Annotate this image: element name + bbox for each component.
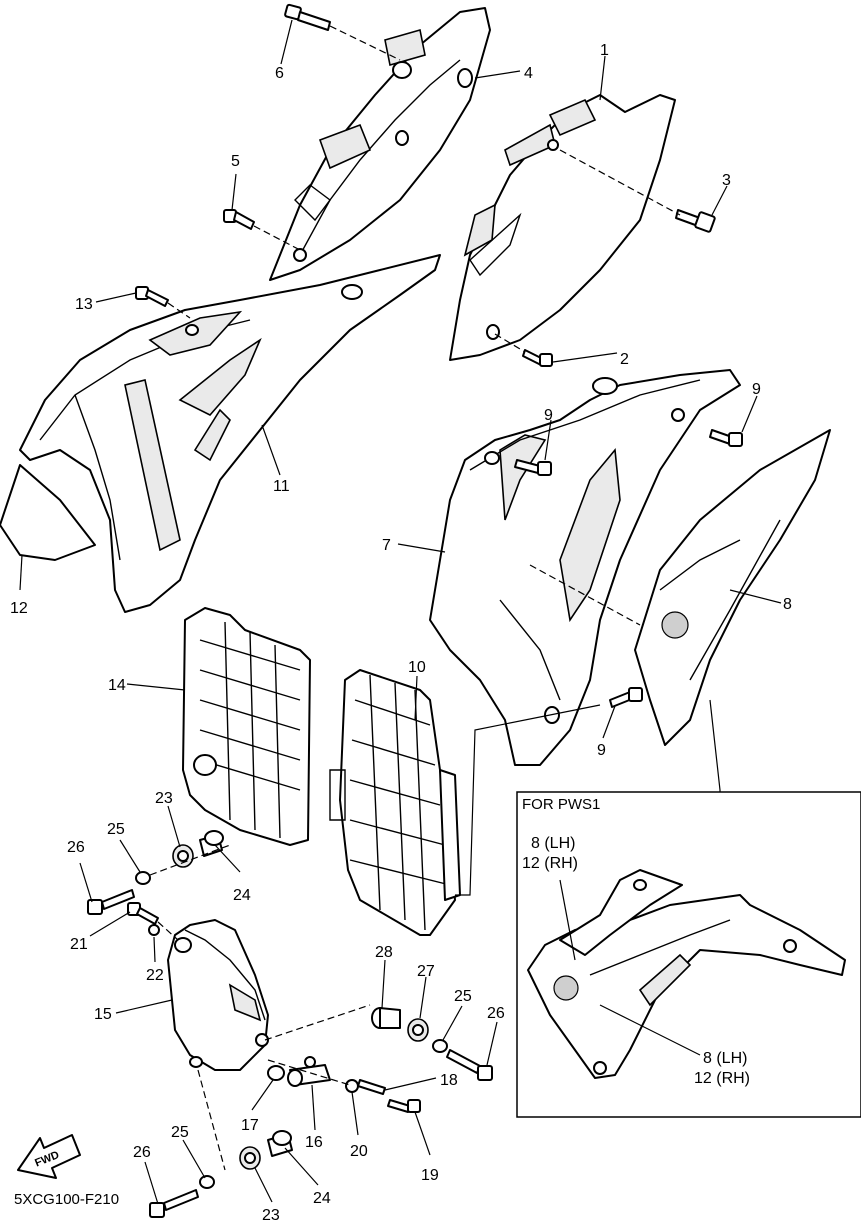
callout-15: 15 (94, 1006, 112, 1023)
bolt-26-b (446, 1049, 493, 1081)
bolt-3 (675, 209, 716, 233)
callout-10: 10 (408, 659, 426, 676)
callout-23-a: 23 (155, 790, 173, 807)
callout-labels: 1 2 3 4 5 6 7 8 9 9 9 10 11 12 13 14 15 … (10, 42, 792, 1221)
callout-5: 5 (231, 153, 240, 170)
collar-24-b (267, 1130, 293, 1157)
shroud-left (19, 254, 441, 613)
callout-20: 20 (350, 1143, 368, 1160)
fwd-arrow-icon: FWD (17, 1134, 81, 1179)
bolt-18 (357, 1079, 386, 1095)
grommet-27 (407, 1018, 429, 1042)
bolt-26-c (149, 1189, 199, 1218)
bolt-9-b (709, 429, 743, 447)
inset-label-lower-rh: 12 (RH) (694, 1070, 750, 1087)
bolt-21 (127, 902, 159, 925)
grommet-23-a (172, 844, 194, 868)
callout-26-a: 26 (67, 839, 85, 856)
bolt-5 (223, 209, 255, 230)
side-number-plate (449, 94, 676, 361)
callout-16: 16 (305, 1134, 323, 1151)
shroud-right (429, 369, 741, 766)
washer-22 (148, 924, 160, 936)
callout-26-c: 26 (133, 1144, 151, 1161)
callout-1: 1 (600, 42, 609, 59)
bolt-2 (522, 349, 553, 367)
side-cover-upper (269, 7, 491, 281)
callout-9-a: 9 (544, 407, 553, 424)
bolt-19 (387, 1099, 421, 1113)
stay-16 (287, 1056, 331, 1087)
inset-title: FOR PWS1 (522, 796, 600, 813)
callout-25-c: 25 (454, 988, 472, 1005)
inset-label-upper-rh: 12 (RH) (522, 855, 578, 872)
callout-25-a: 25 (107, 821, 125, 838)
collar-24-a (199, 830, 224, 857)
diagram-code: 5XCG100-F210 (14, 1191, 119, 1208)
bracket-case (167, 919, 269, 1071)
callout-22: 22 (146, 967, 164, 984)
callout-13: 13 (75, 296, 93, 313)
callout-17: 17 (241, 1117, 259, 1134)
callout-9-b: 9 (752, 381, 761, 398)
callout-27: 27 (417, 963, 435, 980)
callout-21: 21 (70, 936, 88, 953)
callout-9-c: 9 (597, 742, 606, 759)
callout-7: 7 (382, 537, 391, 554)
callout-25-b: 25 (171, 1124, 189, 1141)
callout-24-b: 24 (313, 1190, 331, 1207)
washer-20 (345, 1079, 359, 1093)
bolt-9-a (514, 459, 552, 476)
callout-6: 6 (275, 65, 284, 82)
callout-14: 14 (108, 677, 126, 694)
collar-28 (371, 1007, 401, 1029)
shroud-graphic-8 (634, 429, 831, 746)
washer-25-c (199, 1175, 215, 1189)
inset-for-pws1: FOR PWS1 8 (LH) 12 (RH) 8 (LH) 12 (RH) (516, 791, 861, 1118)
shroud-graphic-12 (0, 464, 96, 561)
washer-25-a (135, 871, 151, 885)
callout-26-b: 26 (487, 1005, 505, 1022)
inset-label-upper-lh: 8 (LH) (531, 835, 575, 852)
callout-11: 11 (273, 478, 290, 495)
callout-18: 18 (440, 1072, 458, 1089)
radiator-guard-right (329, 669, 461, 936)
collar-17 (267, 1065, 285, 1081)
bolt-13 (135, 286, 169, 307)
grommet-23-b (239, 1146, 261, 1170)
callout-24-a: 24 (233, 887, 251, 904)
radiator-guard-left (182, 607, 311, 846)
bolt-6 (284, 3, 331, 31)
callout-3: 3 (722, 172, 731, 189)
bolt-9-c (609, 687, 643, 708)
callout-12: 12 (10, 600, 28, 617)
washer-25-b (432, 1039, 448, 1053)
inset-label-lower-lh: 8 (LH) (703, 1050, 747, 1067)
callout-19: 19 (421, 1167, 439, 1184)
bolt-26-a (87, 889, 135, 915)
callout-leaders (19, 19, 782, 1205)
callout-28: 28 (375, 944, 393, 961)
callout-23-b: 23 (262, 1207, 280, 1221)
callout-4: 4 (524, 65, 533, 82)
callout-8: 8 (783, 596, 792, 613)
callout-2: 2 (620, 351, 629, 368)
